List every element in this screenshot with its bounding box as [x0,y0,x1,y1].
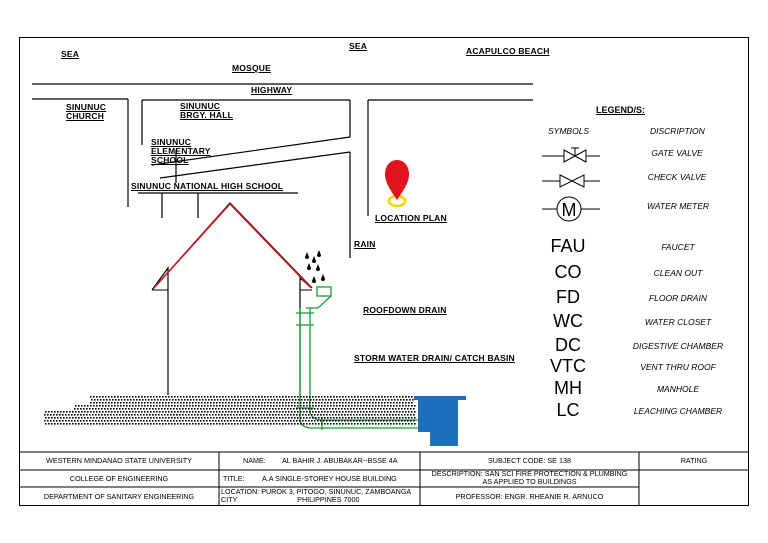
legend-abbr-lc: LC [556,400,580,420]
sinunuc-brgy-hall-label: SINUNUC BRGY. HALL [180,101,233,120]
location-line1: LOCATION: PUROK 3, PITOGO, SINUNUC, ZAMB… [221,488,412,496]
department-cell: DEPARTMENT OF SANITARY ENGINEERING [43,493,195,501]
legend-desc-wc: WATER CLOSET [644,317,712,327]
legend-desc-gate-valve: GATE VALVE [651,148,703,158]
title-label: TITLE: [223,475,245,483]
legend-abbr-wc: WC [553,311,583,331]
name-label: NAME: [243,457,266,465]
legend-abbr-fd: FD [556,287,580,307]
legend-title: LEGEND/S: [596,105,646,115]
legend-abbr-fau: FAU [550,236,586,256]
legend-desc-dc: DIGESTIVE CHAMBER [632,341,724,351]
drawing-sheet [19,37,749,506]
description-line2: AS APPLIED TO BUILDINGS [482,478,577,486]
legend-abbr-vtc: VTC [550,356,586,376]
name-value: AL BAHIR J. ABUBAKAR--BSSE 4A [282,457,398,465]
house-elevation [151,202,313,395]
legend-desc-check-valve: CHECK VALVE [647,172,707,182]
check-valve-icon [542,174,600,188]
highway-label: HIGHWAY [251,85,293,95]
title-block-grid [19,451,749,506]
water-meter-icon: M [542,196,600,222]
legend-abbr-co: CO [554,262,582,282]
acapulco-beach-label: ACAPULCO BEACH [466,46,550,56]
legend-desc-vtc: VENT THRU ROOF [640,362,716,372]
sinunuc-national-high-school-label: SINUNUC NATIONAL HIGH SCHOOL [131,181,284,191]
sea-top-label: SEA [349,41,368,51]
professor-cell: PROFESSOR: ENGR. RHEANIE R. ARNUCO [455,493,604,501]
legend-desc-fau: FAUCET [661,242,695,252]
legend-desc-fd: FLOOR DRAIN [648,293,708,303]
rain-label: RAIN [354,239,376,249]
location-plan-label: LOCATION PLAN [375,213,447,223]
ground-hatch [44,396,416,425]
mosque-label: MOSQUE [232,63,271,73]
university-cell: WESTERN MINDANAO STATE UNIVERSITY [46,457,192,465]
sinunuc-church-label: SINUNUC CHURCH [66,102,107,121]
legend-desc-lc: LEACHING CHAMBER [633,406,723,416]
description-line1: DESCRIPTION: SAN SCI FIRE PROTECTION & P… [431,470,628,478]
catch-basin [414,396,466,446]
subject-code-cell: SUBJECT CODE: SE 138 [488,457,571,465]
rating-cell: RATING [680,457,708,465]
sinunuc-elementary-school-label: SINUNUC ELEMENTARY SCHOOL [151,137,211,165]
location-line2: CITY PHILIPPINES 7000 [221,496,360,504]
legend-abbr-dc: DC [555,335,581,355]
roofdown-drain-label: ROOFDOWN DRAIN [363,305,447,315]
legend-description-header: DISCRIPTION [650,126,705,136]
location-map-roads [32,83,533,258]
water-meter-glyph: M [562,200,577,220]
rain-drops-icon [305,250,325,283]
title-value: A.A SINGLE-STOREY HOUSE BUILDING [262,475,397,483]
legend-desc-mh: MANHOLE [656,384,700,394]
college-cell: COLLEGE OF ENGINEERING [69,475,169,483]
legend-symbols-header: SYMBOLS [548,126,590,136]
legend-abbr-mh: MH [554,378,582,398]
location-pin-icon [385,160,409,208]
sea-left-label: SEA [61,49,80,59]
storm-water-drain-label: STORM WATER DRAIN/ CATCH BASIN [354,353,515,363]
gate-valve-icon [542,147,600,163]
legend-desc-co: CLEAN OUT [653,268,703,278]
legend-desc-water-meter: WATER METER [646,201,710,211]
